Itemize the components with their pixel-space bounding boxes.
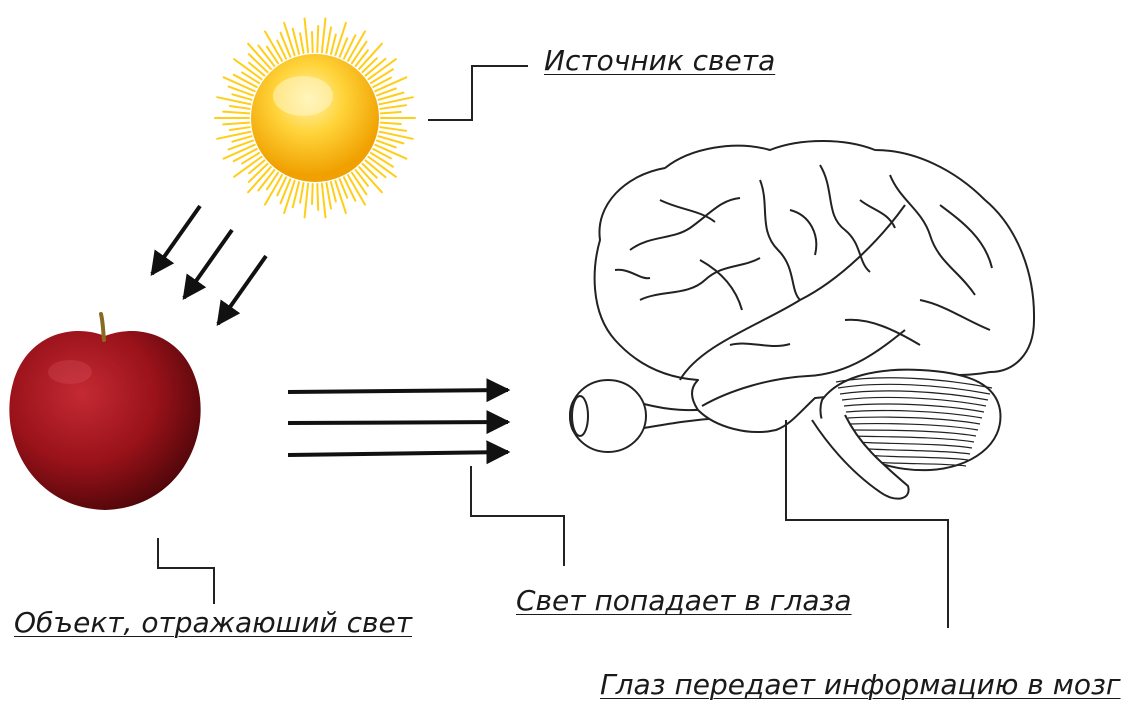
incident-light-arrows bbox=[152, 206, 266, 324]
eyes-leader-line bbox=[471, 466, 564, 566]
eye-to-brain-label: Глаз передает информацию в мозг bbox=[600, 668, 1121, 702]
brain-icon bbox=[595, 141, 1034, 499]
light-source-label: Источник света bbox=[544, 44, 775, 78]
source-leader-line bbox=[428, 66, 528, 120]
reflecting-object-label: Объект, отражаюший свет bbox=[14, 606, 412, 640]
object-leader-line bbox=[158, 538, 214, 604]
apple-icon bbox=[9, 314, 200, 510]
reflected-light-arrows bbox=[288, 390, 508, 455]
sun-icon bbox=[215, 19, 415, 218]
light-enters-eyes-label: Свет попадает в глаза bbox=[516, 584, 852, 618]
